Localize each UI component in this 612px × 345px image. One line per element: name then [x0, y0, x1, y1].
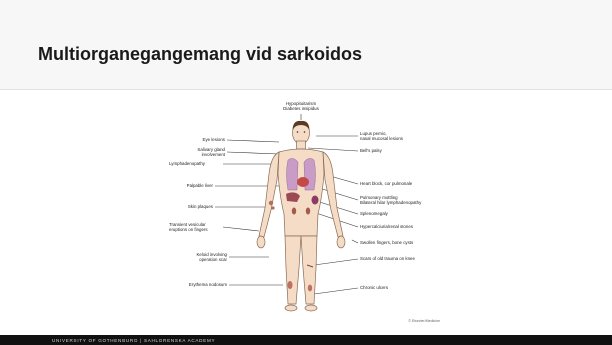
footer-bar: UNIVERSITY OF GOTHENBURG | SAHLGRENSKA A…	[0, 335, 612, 345]
figure-credit: © Elsevier/Medicine	[408, 319, 440, 323]
label-hypopituitarism: Hypopituitarism Diabetes insipidus	[271, 101, 331, 111]
label-pulmonary-mottling: Pulmonary mottling Bilateral hilar lymph…	[360, 195, 421, 205]
label-line: eruptions on fingers	[169, 227, 208, 232]
label-line: nasal mucosal lesions	[360, 136, 403, 141]
label-palpable-liver: Palpable liver	[187, 183, 213, 188]
label-line: Palpable liver	[187, 183, 213, 188]
label-skin-plaques: Skin plaques	[188, 204, 213, 209]
label-heart-block: Heart block, cor pulmonale	[360, 181, 412, 186]
label-line: Bilateral hilar lymphadenopathy	[360, 200, 421, 205]
label-line: Heart block, cor pulmonale	[360, 181, 412, 186]
label-lupus-pernio: Lupus pernio, nasal mucosal lesions	[360, 131, 403, 141]
label-line: Skin plaques	[188, 204, 213, 209]
label-line: involvement	[197, 152, 225, 157]
label-line: Hypercalciuria/renal stones	[360, 224, 413, 229]
label-line: Chronic ulcers	[360, 285, 388, 290]
label-keloid: Keloid involving operation scar	[196, 252, 227, 262]
label-salivary-gland: Salivary gland involvement	[197, 147, 225, 157]
label-line: Splenomegaly	[360, 211, 388, 216]
label-line: Scars of old trauma on knee	[360, 256, 415, 261]
slide-title: Multiorganegangemang vid sarkoidos	[38, 44, 362, 65]
label-scars-knee: Scars of old trauma on knee	[360, 256, 415, 261]
label-line: Eye lesions	[203, 137, 225, 142]
label-line: Diabetes insipidus	[271, 106, 331, 111]
label-bells-palsy: Bell's palsy	[360, 148, 382, 153]
label-line: operation scar	[196, 257, 227, 262]
title-area: Multiorganegangemang vid sarkoidos	[0, 0, 612, 90]
label-line: Bell's palsy	[360, 148, 382, 153]
label-transient-vesicular: Transient vesicular eruptions on fingers	[169, 222, 208, 232]
sarcoidosis-body-diagram: Hypopituitarism Diabetes insipidus Eye l…	[167, 90, 448, 326]
label-erythema-nodosum: Erythema nodosum	[189, 282, 227, 287]
label-line: Swollen fingers, bone cysts	[360, 240, 413, 245]
label-line: Lymphadenopathy	[169, 161, 205, 166]
label-hypercalciuria: Hypercalciuria/renal stones	[360, 224, 413, 229]
label-swollen-fingers: Swollen fingers, bone cysts	[360, 240, 413, 245]
label-lymphadenopathy: Lymphadenopathy	[169, 161, 205, 166]
label-line: Erythema nodosum	[189, 282, 227, 287]
label-splenomegaly: Splenomegaly	[360, 211, 388, 216]
label-chronic-ulcers: Chronic ulcers	[360, 285, 388, 290]
footer-text: UNIVERSITY OF GOTHENBURG | SAHLGRENSKA A…	[52, 338, 215, 343]
label-eye-lesions: Eye lesions	[203, 137, 225, 142]
